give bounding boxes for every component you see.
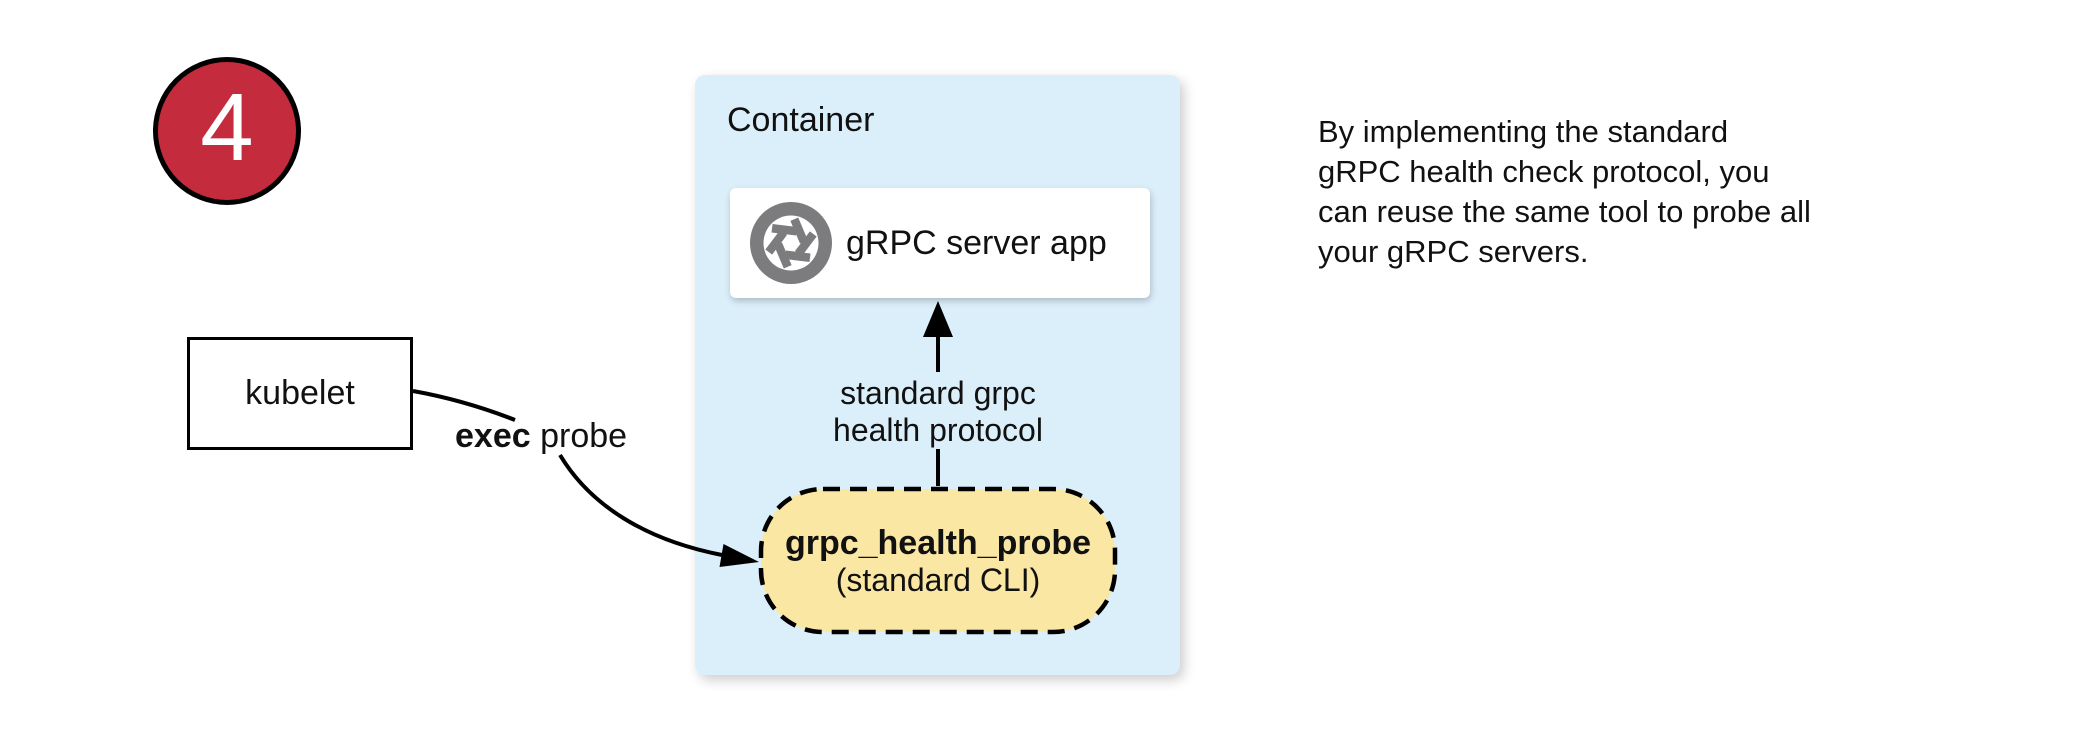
note-text: By implementing the standard gRPC health… bbox=[1318, 114, 1811, 269]
step-number: 4 bbox=[200, 74, 254, 181]
probe-subtitle: (standard CLI) bbox=[835, 561, 1041, 598]
health-protocol-label: standard grpc health protocol bbox=[833, 375, 1043, 448]
exec-probe-arrow-segment-1 bbox=[412, 389, 516, 422]
container-panel: Container gRPC server app standard grpc … bbox=[695, 75, 1180, 675]
probe-title: grpc_health_probe bbox=[784, 523, 1092, 562]
container-label: Container bbox=[727, 101, 875, 139]
exec-probe-label-bold: exec bbox=[455, 417, 531, 455]
exec-probe-label-rest: probe bbox=[530, 417, 628, 455]
grpc-server-app-label: gRPC server app bbox=[846, 223, 1107, 262]
step-badge: 4 bbox=[153, 57, 301, 205]
camera-shutter-icon bbox=[750, 202, 832, 284]
kubelet-box: kubelet bbox=[187, 337, 413, 450]
pill-text: grpc_health_probe (standard CLI) bbox=[758, 486, 1118, 635]
exec-probe-label: exec probe bbox=[455, 417, 627, 456]
pill-dashed-outline bbox=[758, 486, 1118, 635]
grpc-health-probe-pill: grpc_health_probe (standard CLI) bbox=[758, 486, 1118, 635]
grpc-server-app-card: gRPC server app bbox=[730, 188, 1150, 298]
kubelet-label: kubelet bbox=[245, 374, 355, 412]
